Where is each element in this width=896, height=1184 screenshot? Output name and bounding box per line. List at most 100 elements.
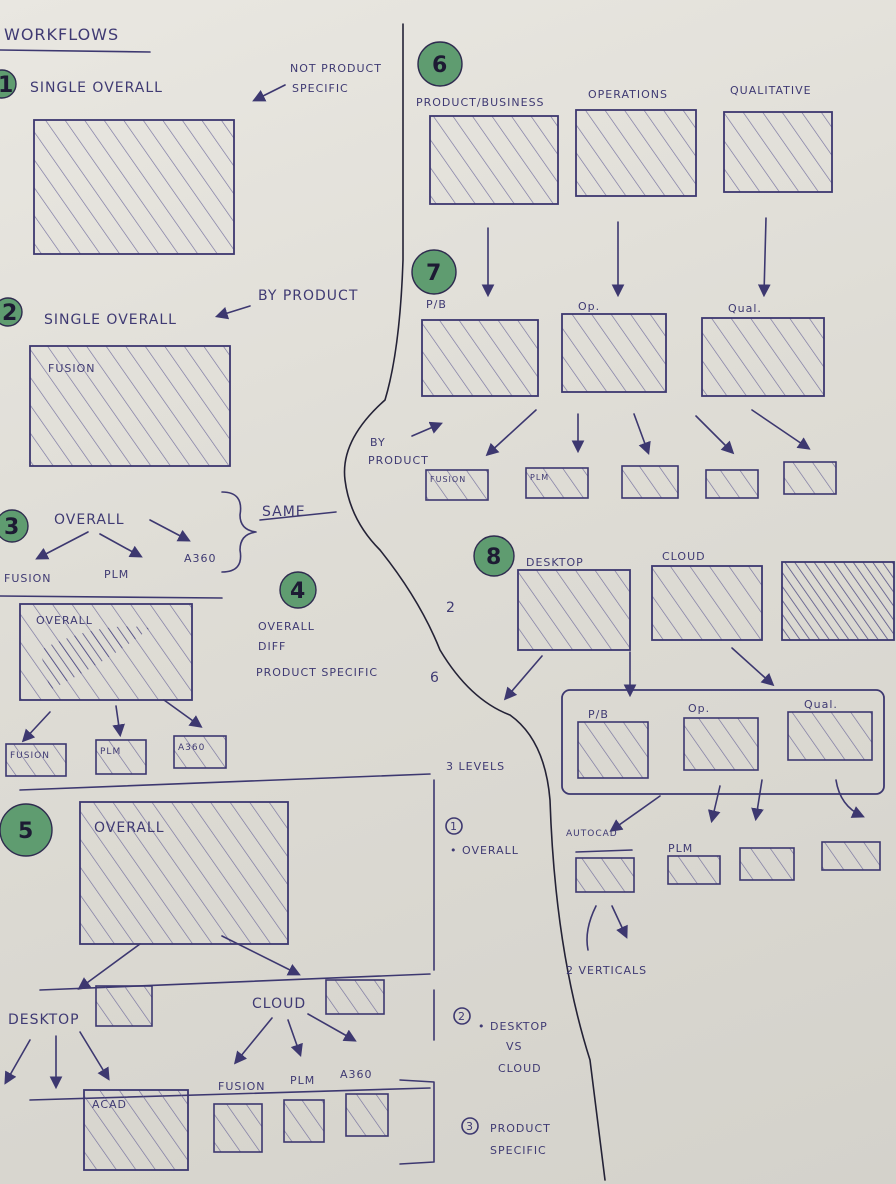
column-label: OPERATIONS — [588, 88, 668, 101]
section-7: 7 P/B Op. Qual. BY PRODUCT FUSION PLM — [368, 249, 837, 501]
small-box — [787, 711, 873, 761]
tree-child: A360 — [184, 552, 217, 565]
tree-child: FUSION — [4, 572, 52, 585]
margin-note: 2 — [446, 600, 456, 616]
sketch-box — [701, 317, 825, 397]
section-6: 6 PRODUCT/BUSINESS OPERATIONS QUALITATIV… — [416, 41, 833, 298]
section-badge — [0, 803, 53, 857]
section-badge — [411, 249, 457, 295]
section-badge — [279, 571, 317, 609]
column-label: CLOUD — [662, 550, 706, 563]
small-box — [425, 469, 489, 501]
section-label: SINGLE OVERALL — [44, 312, 177, 328]
product-label: A360 — [340, 1068, 373, 1081]
section-number: 1 — [0, 73, 13, 98]
section-1: 1 SINGLE OVERALL NOT PRODUCT SPECIFIC — [0, 62, 382, 255]
level2-label: CLOUD — [252, 996, 306, 1012]
section-badge — [473, 535, 515, 577]
arrow — [35, 531, 89, 560]
note-line: OVERALL — [258, 620, 315, 633]
sketch-box — [723, 111, 833, 193]
box-label: OVERALL — [36, 614, 93, 627]
section-number: 7 — [426, 261, 441, 286]
margin-note: 6 — [430, 670, 440, 686]
column-label: PRODUCT/BUSINESS — [416, 96, 545, 109]
section-8: 8 DESKTOP CLOUD P/B Op. Qual. AUTOCAD PL… — [473, 535, 895, 977]
product-label: ACAD — [92, 1098, 127, 1111]
small-box-label: PLM — [530, 473, 549, 482]
small-box — [739, 847, 795, 881]
verticals-label: 2 VERTICALS — [566, 964, 647, 977]
arrow — [163, 699, 203, 728]
note-line: PRODUCT SPECIFIC — [256, 666, 378, 679]
small-box — [283, 1099, 325, 1143]
sketch-box — [517, 569, 631, 651]
scribble — [40, 626, 150, 690]
arrow — [707, 785, 721, 824]
divider-line — [343, 23, 606, 1181]
box-label: FUSION — [48, 362, 96, 375]
arrow — [252, 84, 286, 102]
inner-label: Qual. — [804, 698, 838, 711]
level-marker — [461, 1117, 479, 1135]
product-label: FUSION — [218, 1080, 266, 1093]
arrow — [149, 519, 191, 542]
column-label: Op. — [578, 300, 600, 313]
separator — [19, 773, 431, 791]
bottom-label: AUTOCAD — [566, 829, 618, 839]
sketch-box — [651, 565, 763, 641]
section-5: 5 OVERALL DESKTOP CLOUD ACAD FUSION PLM … — [0, 760, 551, 1171]
small-box — [667, 855, 721, 885]
level-label: PRODUCT — [490, 1122, 551, 1135]
arrow — [695, 415, 735, 455]
small-box — [705, 469, 759, 499]
small-box-label: FUSION — [430, 475, 466, 484]
arrow — [485, 409, 537, 457]
small-box — [783, 461, 837, 495]
small-box — [575, 857, 635, 893]
tree-root: OVERALL — [54, 512, 125, 528]
note-line: SPECIFIC — [292, 82, 349, 95]
section-3: 3 OVERALL FUSION PLM A360 SAME OVERALL F… — [0, 491, 337, 777]
arrow — [411, 421, 443, 437]
level-number: 2 — [458, 1010, 466, 1023]
section-number: 6 — [432, 53, 447, 78]
small-box — [325, 979, 385, 1015]
page-title: WORKFLOWS — [4, 25, 119, 44]
arrow — [751, 409, 811, 450]
small-box-label: A360 — [178, 743, 205, 753]
arrow — [79, 1031, 110, 1081]
section-badge — [0, 509, 29, 543]
arrow — [609, 795, 661, 832]
column-label: Qual. — [728, 302, 762, 315]
note-line: NOT PRODUCT — [290, 62, 382, 75]
section-badge — [417, 41, 463, 87]
level-label: • OVERALL — [450, 844, 519, 857]
level-label: SPECIFIC — [490, 1144, 547, 1157]
bottom-label: PLM — [668, 842, 693, 855]
level2-label: DESKTOP — [8, 1012, 80, 1028]
tree-child: PLM — [104, 568, 129, 581]
sketch-box — [561, 313, 667, 393]
bracket — [399, 1079, 435, 1165]
note-line: BY PRODUCT — [258, 288, 358, 304]
note-line: DIFF — [258, 640, 286, 653]
small-box — [95, 739, 147, 775]
column-label: P/B — [426, 298, 447, 311]
arrow — [586, 905, 597, 951]
arrow — [611, 905, 628, 939]
sketch-box — [429, 115, 559, 205]
box-label: OVERALL — [94, 820, 165, 836]
inner-label: Op. — [688, 702, 710, 715]
underline — [259, 511, 337, 521]
level-number: 1 — [450, 820, 458, 833]
arrow — [21, 711, 51, 743]
arrow — [287, 1019, 303, 1058]
section-2: 2 SINGLE OVERALL BY PRODUCT FUSION — [0, 288, 358, 467]
sketch-box — [29, 345, 231, 467]
small-box — [821, 841, 881, 871]
small-box-label: PLM — [100, 747, 121, 757]
small-box — [83, 1089, 189, 1171]
arrow — [731, 647, 775, 687]
